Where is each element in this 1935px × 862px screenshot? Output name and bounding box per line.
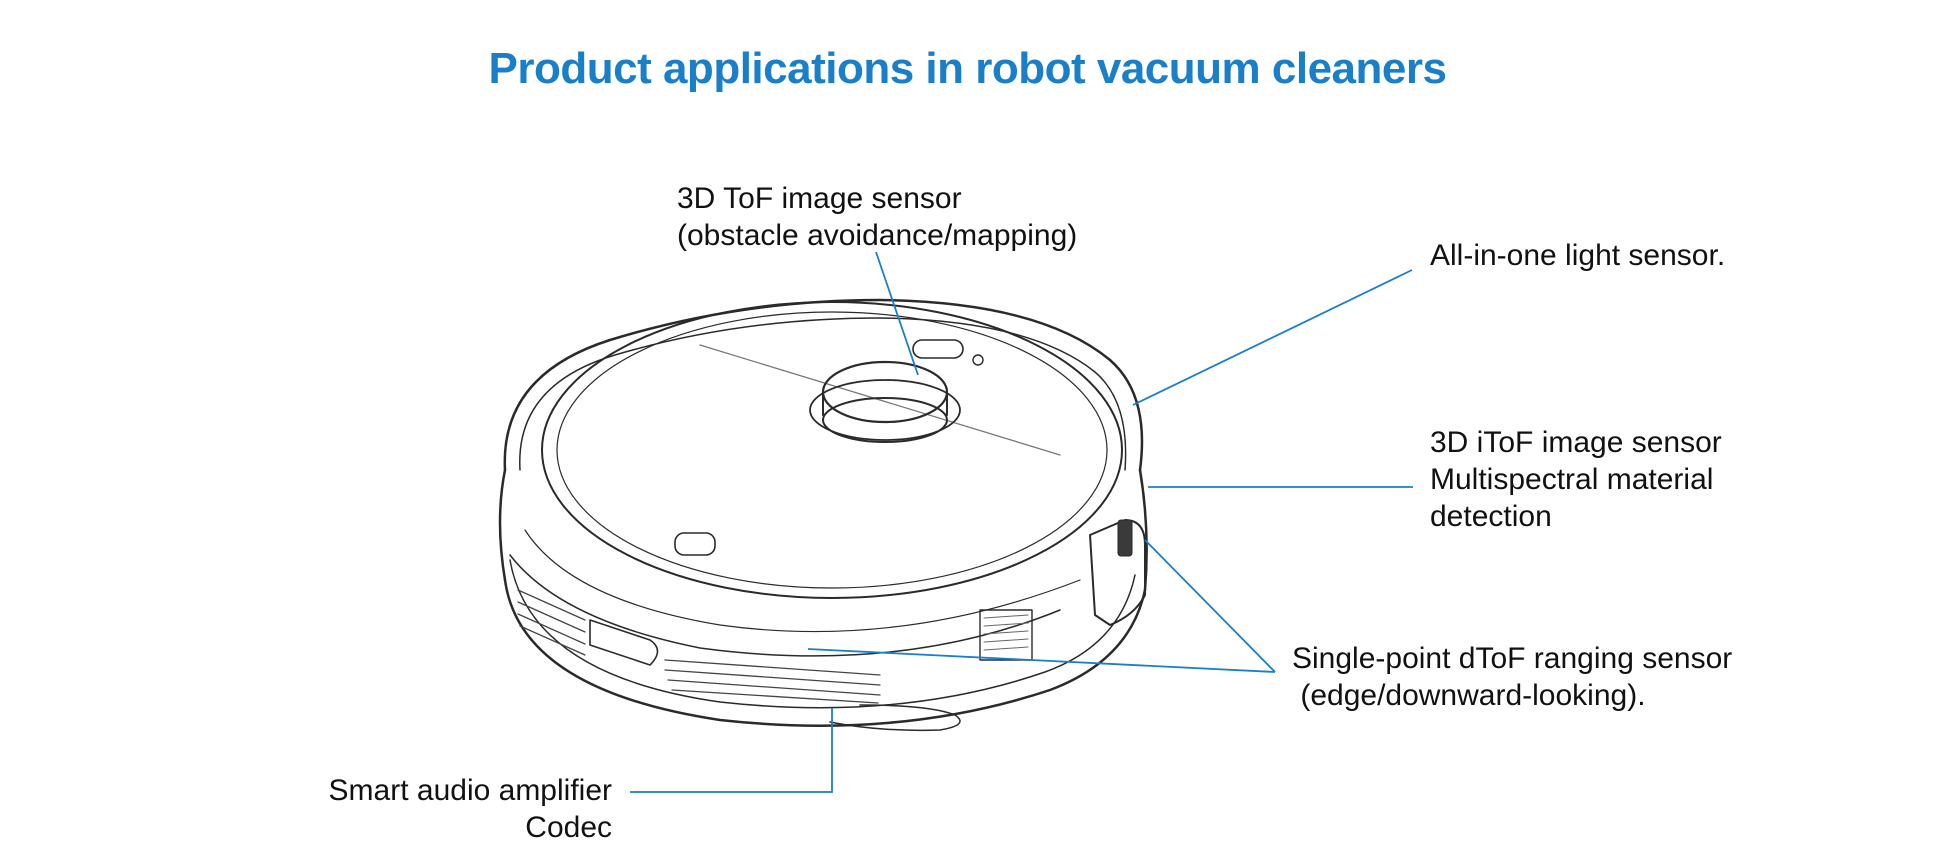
lds-turret-side xyxy=(822,394,948,416)
front-vent-grille xyxy=(664,659,881,704)
bumper-upper-line xyxy=(524,529,1081,633)
lds-turret-ring xyxy=(809,379,961,441)
front-sensor-window xyxy=(1117,519,1133,557)
side-texture-lines xyxy=(983,614,1029,651)
lid-button xyxy=(912,339,964,359)
callout-tof-3d-line2: (obstacle avoidance/mapping) xyxy=(677,219,1078,252)
callout-label-audio: Smart audio amplifier Codec xyxy=(262,772,612,846)
callout-audio-line2: Codec xyxy=(525,811,612,844)
callout-dtof-line2: (edge/downward-looking). xyxy=(1292,679,1646,712)
callout-label-itof-3d: 3D iToF image sensor Multispectral mater… xyxy=(1430,424,1722,535)
side-vent-grille xyxy=(517,589,586,656)
callout-itof-3d-line1: 3D iToF image sensor xyxy=(1430,426,1722,459)
bumper-outer-ring xyxy=(503,298,1144,472)
lid-indicator xyxy=(972,354,984,366)
callout-audio-line1: Smart audio amplifier xyxy=(328,774,612,807)
side-panel xyxy=(589,619,659,666)
robot-vacuum-illustration xyxy=(498,298,1148,732)
lid-seam xyxy=(699,344,1061,456)
lid-small-button xyxy=(674,532,716,556)
callout-dtof-line1: Single-point dToF ranging sensor xyxy=(1292,642,1733,675)
shell-left-side xyxy=(498,468,507,582)
page-title: Product applications in robot vacuum cle… xyxy=(488,44,1447,93)
callout-tof-3d-line1: 3D ToF image sensor xyxy=(677,182,962,215)
side-texture-patch xyxy=(979,609,1033,661)
base-bottom-edge-inner xyxy=(509,559,1136,709)
lds-turret-base xyxy=(822,397,948,443)
callout-line-dtof-lower xyxy=(807,648,1276,673)
top-lid xyxy=(541,301,1123,599)
base-bottom-edge xyxy=(503,578,1147,727)
callout-lines xyxy=(630,251,1413,793)
callout-itof-3d-line3: detection xyxy=(1430,500,1552,533)
callout-line-dtof-upper xyxy=(1144,539,1276,673)
callout-line-light-sensor xyxy=(1132,269,1413,406)
callout-label-tof-3d: 3D ToF image sensor (obstacle avoidance/… xyxy=(677,180,1077,254)
callout-line-tof-3d xyxy=(875,251,919,376)
callout-label-light-sensor: All-in-one light sensor. xyxy=(1430,237,1725,274)
lds-turret-top xyxy=(821,360,949,424)
bottom-trim xyxy=(829,704,961,732)
callout-line-audio xyxy=(630,708,833,793)
callout-light-sensor-line1: All-in-one light sensor. xyxy=(1430,239,1726,272)
callout-itof-3d-line2: Multispectral material xyxy=(1430,463,1714,496)
top-lid-inner xyxy=(556,311,1108,589)
front-sensor-housing xyxy=(1089,519,1146,626)
callout-label-dtof: Single-point dToF ranging sensor (edge/d… xyxy=(1292,640,1732,714)
bumper-inner-ring xyxy=(519,317,1127,471)
bumper-lower-line xyxy=(509,554,1061,657)
